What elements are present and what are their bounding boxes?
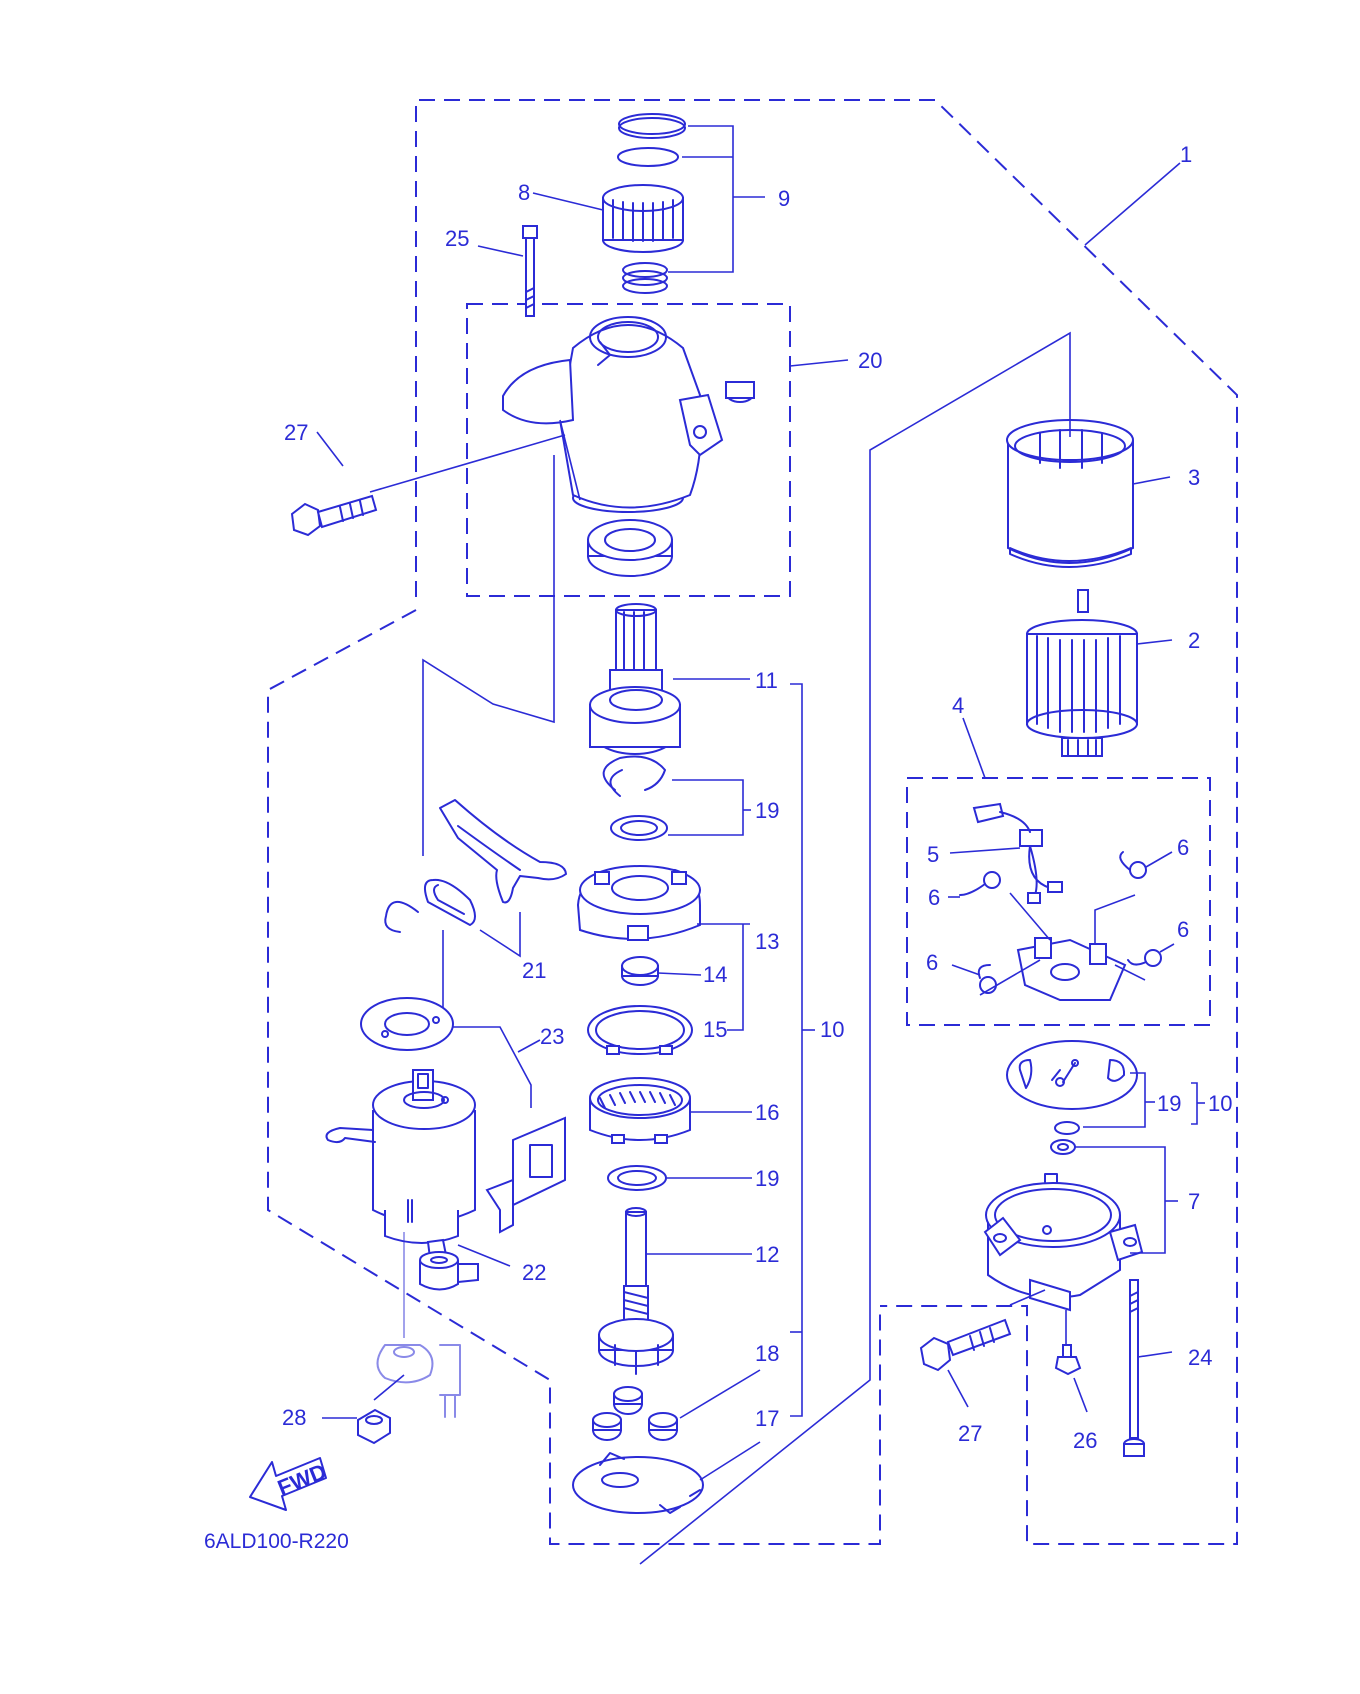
cover-plate-23 bbox=[485, 1116, 566, 1234]
through-bolt-25 bbox=[477, 225, 538, 317]
nut-28 bbox=[322, 1374, 405, 1445]
callout-5: 5 bbox=[927, 842, 939, 867]
callout-16: 16 bbox=[755, 1100, 779, 1125]
callout-10: 10 bbox=[820, 1017, 844, 1042]
front-bracket bbox=[502, 316, 849, 577]
callout-7: 7 bbox=[1188, 1189, 1200, 1214]
brush-plate bbox=[1006, 1040, 1205, 1155]
bushing-14 bbox=[621, 924, 744, 1031]
callout-labels: 1 2 3 4 5 6 6 6 6 7 8 9 10 10 11 12 13 1… bbox=[282, 142, 1232, 1453]
callout-12: 12 bbox=[755, 1242, 779, 1267]
yoke bbox=[1006, 419, 1171, 568]
planet-carrier-cover bbox=[576, 865, 750, 941]
callout-6c: 6 bbox=[1177, 917, 1189, 942]
callout-15: 15 bbox=[703, 1017, 727, 1042]
brush-holder-assembly bbox=[948, 717, 1175, 1001]
callout-2: 2 bbox=[1188, 628, 1200, 653]
boot-cap bbox=[419, 1251, 479, 1291]
callout-24: 24 bbox=[1188, 1345, 1212, 1370]
callout-4: 4 bbox=[952, 693, 964, 718]
assembly-boundary-starter bbox=[267, 99, 1238, 1545]
callout-22: 22 bbox=[522, 1260, 546, 1285]
diagram-code: 6ALD100-R220 bbox=[204, 1530, 349, 1553]
circlip-and-washer-19 bbox=[602, 755, 751, 841]
callout-6b: 6 bbox=[928, 885, 940, 910]
callout-25: 25 bbox=[445, 226, 469, 251]
callout-18: 18 bbox=[755, 1341, 779, 1366]
shift-lever bbox=[384, 799, 567, 1013]
callout-21: 21 bbox=[522, 958, 546, 983]
callout-20: 20 bbox=[858, 348, 882, 373]
callout-3: 3 bbox=[1188, 465, 1200, 490]
solenoid-switch bbox=[325, 1069, 511, 1267]
callout-9: 9 bbox=[778, 186, 790, 211]
plate-17 bbox=[572, 1441, 761, 1514]
planetary-shaft-12 bbox=[598, 1207, 752, 1375]
callout-6d: 6 bbox=[926, 950, 938, 975]
assembly-boundary-front-bracket bbox=[466, 303, 791, 597]
callout-19b: 19 bbox=[755, 1166, 779, 1191]
fwd-arrow-icon: FWD bbox=[249, 1457, 330, 1511]
armature bbox=[1026, 589, 1173, 757]
planet-gears-18 bbox=[592, 1369, 761, 1441]
callout-27-right: 27 bbox=[958, 1421, 982, 1446]
assembly-boundary-brush-holder bbox=[906, 777, 1211, 1026]
callout-8: 8 bbox=[518, 180, 530, 205]
callout-11: 11 bbox=[755, 668, 778, 693]
callout-1: 1 bbox=[1180, 142, 1192, 167]
callout-17: 17 bbox=[755, 1406, 779, 1431]
callout-28: 28 bbox=[282, 1405, 306, 1430]
washer-19-lower bbox=[607, 1165, 752, 1191]
gasket-15 bbox=[587, 1005, 693, 1055]
callout-13: 13 bbox=[755, 929, 779, 954]
callout-26: 26 bbox=[1073, 1428, 1097, 1453]
pinion-gear bbox=[532, 184, 684, 253]
through-bolt-24 bbox=[1123, 1279, 1173, 1457]
callout-10-right: 10 bbox=[1208, 1091, 1232, 1116]
callout-19a: 19 bbox=[755, 798, 779, 823]
rear-cover bbox=[983, 1146, 1178, 1312]
callout-6a: 6 bbox=[1177, 835, 1189, 860]
callout-19c: 19 bbox=[1157, 1091, 1181, 1116]
pinion-stopper-set bbox=[617, 113, 765, 294]
solenoid-plate bbox=[360, 997, 541, 1108]
terminal-lead bbox=[376, 1232, 461, 1418]
callout-14: 14 bbox=[703, 962, 727, 987]
mounting-bolt-27-right bbox=[919, 1289, 1046, 1408]
pinion-shaft bbox=[589, 603, 750, 755]
callout-27-left: 27 bbox=[284, 420, 308, 445]
screw-26 bbox=[1054, 1310, 1088, 1413]
callout-23: 23 bbox=[540, 1024, 564, 1049]
internal-gear-16 bbox=[589, 1077, 752, 1144]
mounting-bolt-27-left bbox=[290, 431, 566, 537]
